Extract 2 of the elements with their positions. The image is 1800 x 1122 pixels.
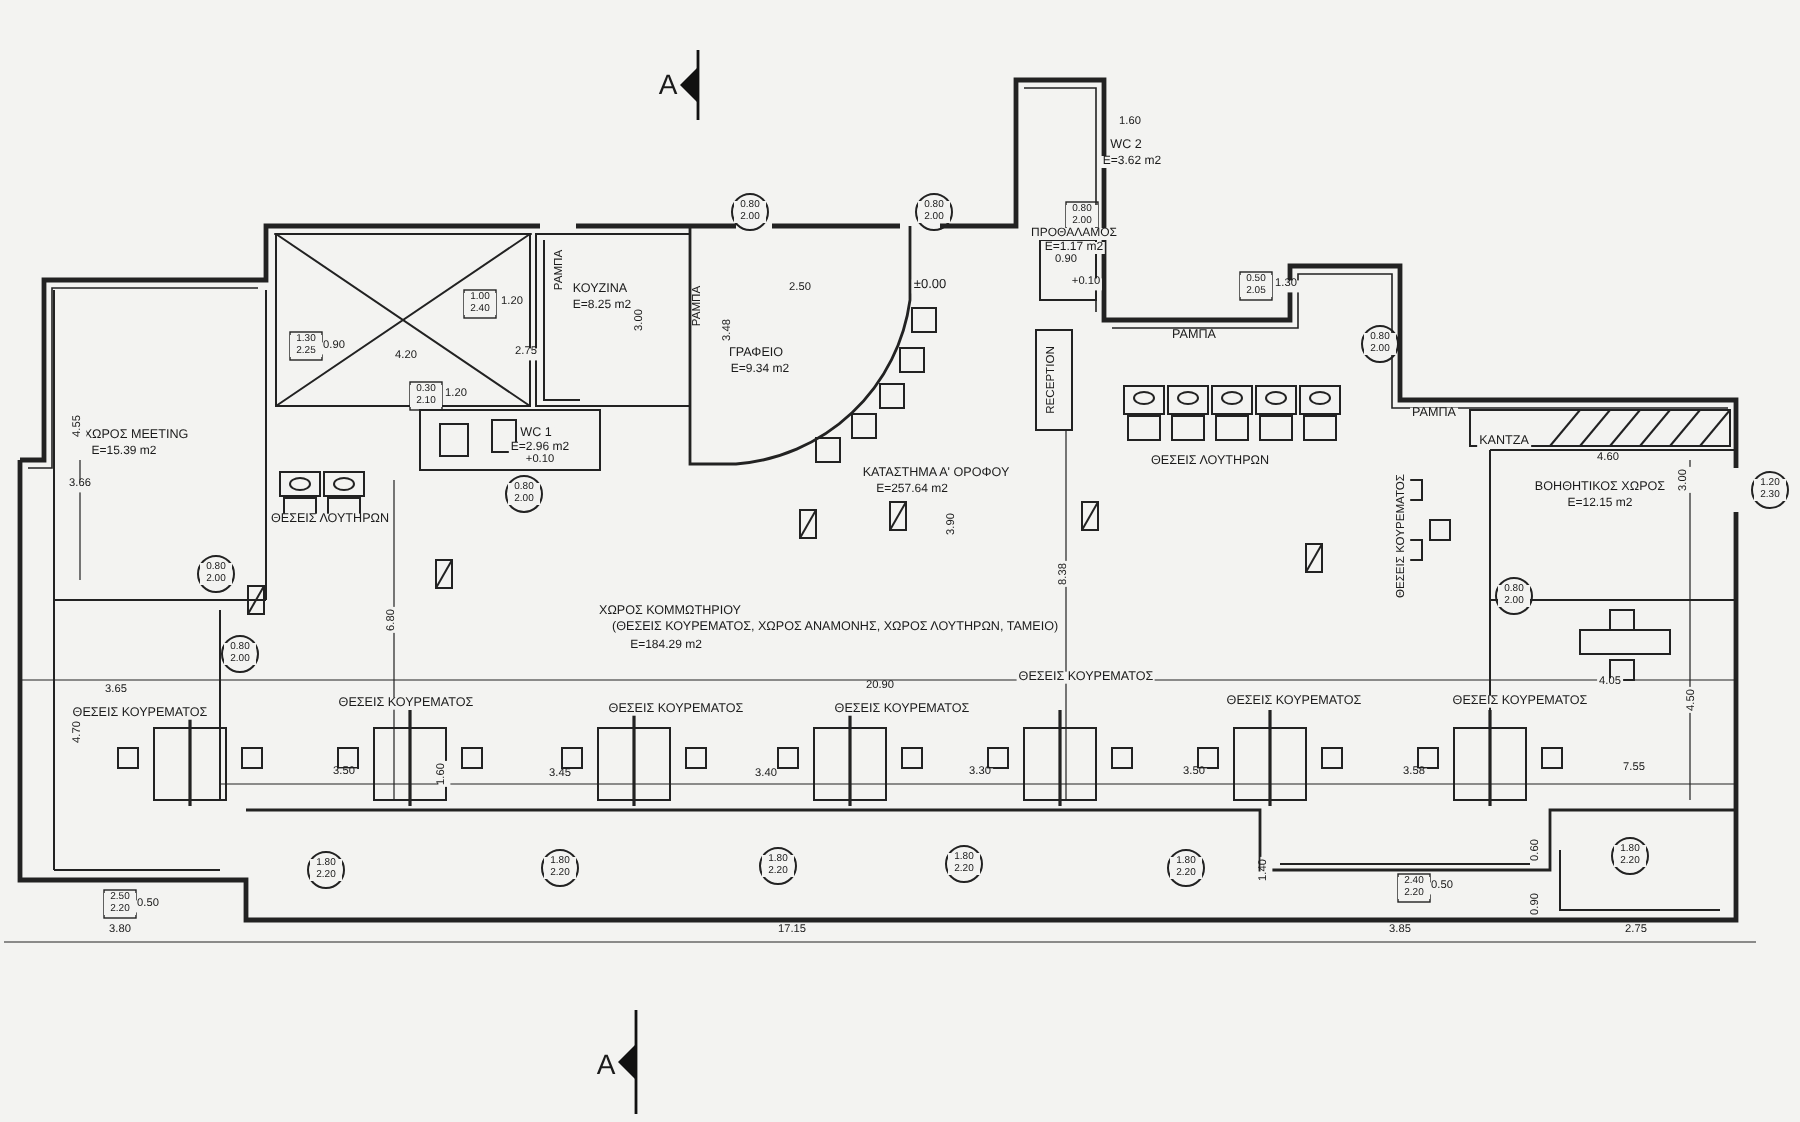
section-label: A xyxy=(656,70,680,98)
section-label: A xyxy=(594,1050,618,1078)
